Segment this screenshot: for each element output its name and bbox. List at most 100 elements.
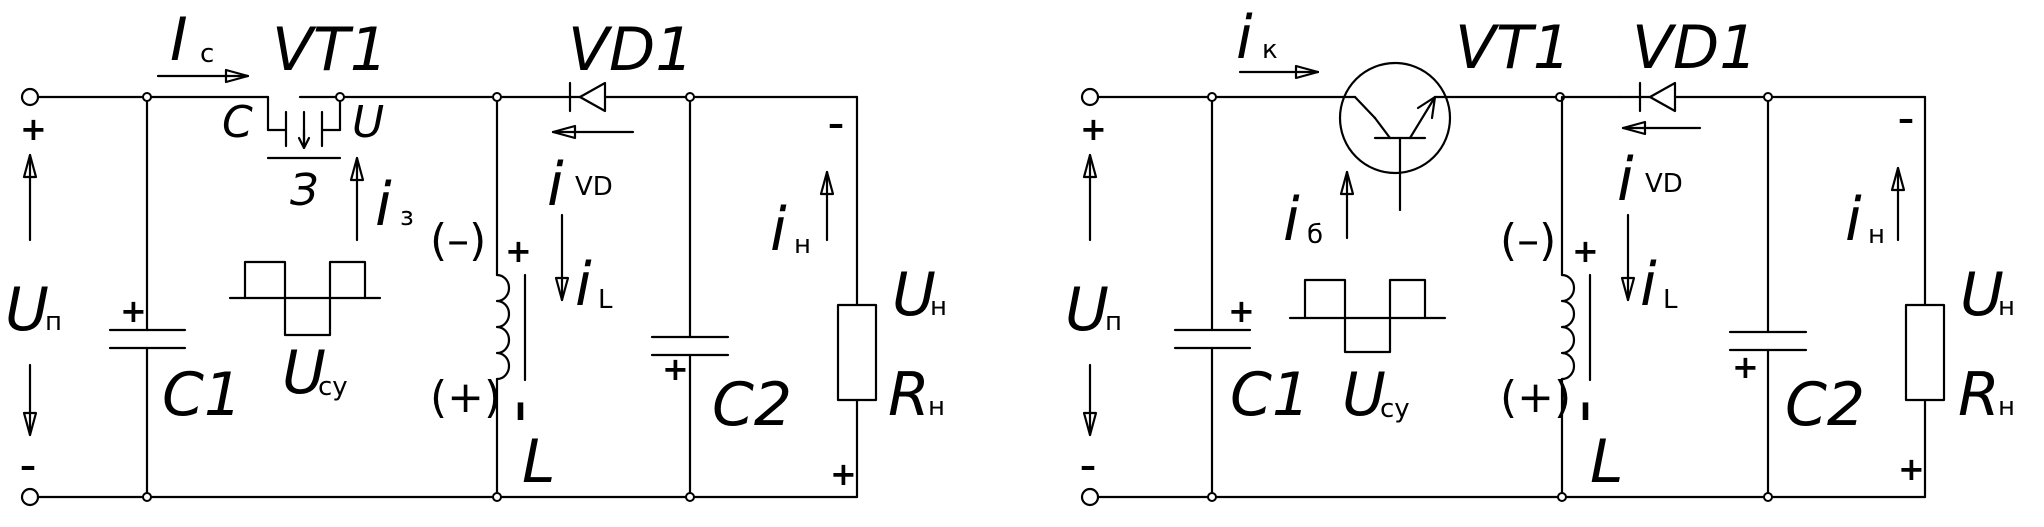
left-in-label: i (770, 195, 787, 265)
right-l-top-polarity: (–) (1500, 215, 1556, 266)
left-node (142, 492, 152, 502)
left-il-arrow-head (554, 276, 570, 302)
right-terminal-top (1080, 87, 1100, 107)
right-un-label: U (1960, 260, 2004, 330)
left-substrate-arrow (297, 136, 311, 150)
right-un-arrow-up-head (1082, 153, 1098, 179)
right-l-minus-mark: ı (1580, 390, 1591, 428)
right-up-sub: п (1105, 307, 1122, 337)
right-up-label: U (1065, 275, 1109, 345)
left-gate-label: З (290, 165, 318, 216)
left-c2-plus: + (662, 350, 689, 388)
left-ivd-label: i (547, 150, 564, 220)
left-un-label: U (892, 260, 936, 330)
right-ik-label: i (1236, 3, 1253, 73)
left-l-bottom-polarity: (+) (430, 372, 501, 423)
right-node (1763, 492, 1773, 502)
left-supply-minus: – (20, 447, 36, 485)
right-c2-label: C2 (1785, 370, 1865, 440)
left-up-sub: п (45, 307, 62, 337)
right-il-sub: L (1663, 285, 1678, 315)
left-terminal-bottom (20, 487, 40, 507)
right-c2-plus: + (1732, 348, 1759, 386)
right-emitter-line (1408, 95, 1437, 140)
right-diode-triangle (1648, 81, 1677, 113)
left-drain-label: C (222, 97, 253, 148)
right-load-resistor (1904, 303, 1946, 402)
left-load-minus: – (828, 105, 844, 143)
left-in-sub: н (794, 230, 811, 260)
left-ucy-wave (243, 260, 367, 337)
left-c2-label: C2 (712, 370, 792, 440)
left-l-plus: + (505, 232, 532, 270)
right-il-arrow-head (1620, 276, 1636, 302)
right-in-label: i (1845, 185, 1862, 255)
left-c1-label: C1 (162, 360, 242, 430)
left-ic-sub: c (200, 39, 214, 69)
right-circuit: + C1 VT1 i к i б U су + ı (–) (1065, 3, 2015, 507)
right-il-label: i (1640, 250, 1657, 320)
right-supply-minus: – (1080, 447, 1096, 485)
left-un-arrow-down-head (22, 411, 38, 437)
left-source-label: U (352, 97, 384, 148)
left-circuit: C U З VT1 I c i з U су + ı (–) (+) L i (5, 5, 947, 507)
left-load-plus: + (830, 455, 857, 493)
right-inductor-coil (1560, 273, 1576, 381)
right-node (1557, 492, 1567, 502)
left-node (335, 92, 345, 102)
right-c1-label: C1 (1230, 360, 1310, 430)
left-ic-arrow-head (224, 68, 250, 84)
left-up-label: U (5, 275, 49, 345)
right-collector-lead (1353, 95, 1377, 120)
right-load-minus: – (1898, 100, 1914, 138)
right-l-label: L (1590, 427, 1623, 497)
left-iz-arrow-head (349, 156, 365, 182)
right-l-plus: + (1572, 232, 1599, 270)
right-c1-plus: + (1228, 292, 1255, 330)
right-ib-sub: б (1307, 220, 1323, 250)
left-il-label: i (575, 250, 592, 320)
left-inductor-coil (495, 273, 511, 381)
left-rn-label: R (888, 360, 930, 430)
left-un-sub: н (930, 292, 947, 322)
right-rn-sub: н (1998, 392, 2015, 422)
left-ivd-sub: VD (575, 172, 613, 202)
right-terminal-bottom (1080, 487, 1100, 507)
right-ik-sub: к (1262, 35, 1278, 65)
left-ucy-sub: су (318, 372, 348, 402)
left-node (685, 492, 695, 502)
left-l-top-polarity: (–) (430, 215, 486, 266)
left-l-minus-mark: ı (515, 390, 526, 428)
left-node (492, 492, 502, 502)
left-diode-triangle (578, 81, 607, 113)
right-node (1207, 492, 1217, 502)
left-ucy-label: U (282, 338, 326, 408)
left-iz-sub: з (400, 202, 414, 232)
left-load-resistor (836, 303, 878, 402)
left-ivd-arrow-head (551, 124, 577, 140)
right-ib-arrow-head (1339, 170, 1355, 196)
left-in-arrow-head (819, 170, 835, 196)
right-ivd-arrow-head (1621, 120, 1647, 136)
left-supply-plus: + (20, 110, 47, 148)
right-vt1-label: VT1 (1455, 13, 1571, 83)
left-ic-label: I (170, 5, 188, 75)
right-emitter-arrow (1416, 95, 1437, 120)
left-iz-label: i (375, 170, 392, 240)
right-collector-inner (1373, 116, 1392, 140)
right-supply-plus: + (1080, 110, 1107, 148)
right-l-bottom-polarity: (+) (1500, 372, 1571, 423)
right-ucy-sub: су (1380, 394, 1410, 424)
left-c1-plus: + (120, 292, 147, 330)
left-l-label: L (522, 427, 555, 497)
right-ik-arrow-head (1294, 64, 1320, 80)
right-bjt-circle (1338, 61, 1452, 175)
right-un-sub: н (1998, 292, 2015, 322)
right-node (1763, 92, 1773, 102)
left-vt1-label: VT1 (272, 15, 388, 85)
right-in-sub: н (1868, 220, 1885, 250)
right-ivd-label: i (1617, 145, 1634, 215)
left-terminal-top (20, 87, 40, 107)
